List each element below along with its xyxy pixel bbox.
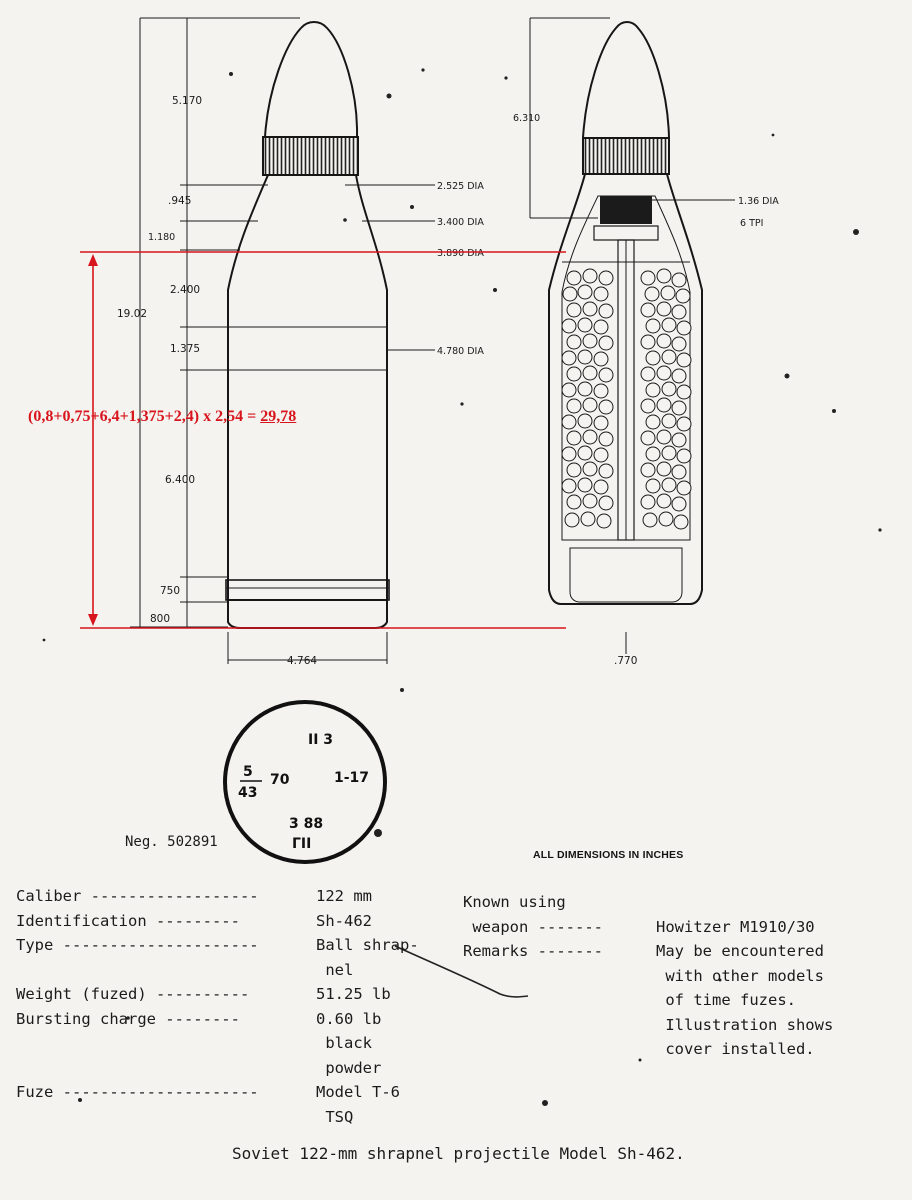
- base-stamp: II 3 5 43 70 1-17 3 88 ГII: [223, 700, 387, 864]
- stamp-bottom: 3 88: [289, 816, 323, 832]
- dim-1375: 1.375: [170, 343, 200, 355]
- spec-row-weapon: weapon ------- Howitzer M1910/30: [463, 917, 815, 936]
- dim-nose: 5.170: [172, 95, 202, 107]
- dia-4780: 4.780 DIA: [437, 346, 484, 357]
- spec-row-weight: Weight (fuzed) ---------- 51.25 lb: [16, 985, 391, 1003]
- stamp-middle: 70: [270, 772, 290, 788]
- dim-750: 750: [160, 585, 180, 597]
- stamp-fraction-num: 5: [243, 764, 253, 780]
- red-formula: (0,8+0,75+6,4+1,375+2,4) x 2,54 = 29,78: [28, 408, 297, 425]
- dim-6400: 6.400: [165, 474, 195, 486]
- figure-caption: Soviet 122-mm shrapnel projectile Model …: [232, 1144, 685, 1163]
- spec-row-caliber: Caliber ------------------ 122 mm: [16, 887, 372, 905]
- dim-800: 800: [150, 613, 170, 625]
- stamp-top: II 3: [308, 732, 333, 748]
- spec-row-identification: Identification --------- Sh-462: [16, 911, 372, 930]
- dim-945: .945: [168, 195, 191, 207]
- projectile-exterior-view: 5.170 .945 1.180 2.400 1.375 6.400 750 8…: [117, 17, 484, 667]
- spec-row-fuze: Fuze --------------------- Model T-6 TSQ: [16, 1083, 400, 1126]
- dim-nose-right: 6.310: [513, 113, 540, 124]
- dim-overall-length: 19.02: [117, 308, 147, 320]
- spec-row-type: Type --------------------- Ball shrap- n…: [16, 936, 419, 979]
- red-formula-result: 29,78: [260, 408, 297, 425]
- spec-table-left: Caliber ------------------ 122 mm Identi…: [16, 884, 419, 1129]
- spec-row-bursting-charge: Bursting charge -------- 0.60 lb black p…: [16, 1009, 382, 1077]
- negative-number: Neg. 502891: [125, 834, 218, 850]
- dim-1180: 1.180: [148, 232, 175, 243]
- red-measurement: [80, 251, 566, 629]
- dim-base-width: 4.764: [287, 655, 317, 667]
- dimensions-note: ALL DIMENSIONS IN INCHES: [533, 849, 684, 861]
- projectile-section-view: 6.310 1.36 DIA 6 TPI .770: [513, 17, 779, 667]
- fuze-thread-dia: 1.36 DIA: [738, 196, 779, 207]
- dia-3890: 3.890 DIA: [437, 248, 484, 259]
- dim-2400: 2.400: [170, 284, 200, 296]
- spec-row-known-using: Known using: [463, 893, 566, 911]
- dia-3400: 3.400 DIA: [437, 217, 484, 228]
- pen-scribble: [394, 945, 529, 998]
- spec-table-right: Known using weapon ------- Howitzer M191…: [463, 890, 833, 1062]
- dia-2525: 2.525 DIA: [437, 181, 484, 192]
- stamp-bottom2: ГII: [292, 836, 311, 852]
- spec-row-remarks: Remarks ------- May be encountered with …: [463, 942, 834, 1058]
- stamp-right: 1-17: [334, 770, 369, 786]
- stamp-fraction-den: 43: [238, 785, 257, 801]
- scan-speckles: [42, 68, 882, 1106]
- dim-base-right: .770: [614, 655, 637, 667]
- fuze-thread-tpi: 6 TPI: [740, 218, 763, 229]
